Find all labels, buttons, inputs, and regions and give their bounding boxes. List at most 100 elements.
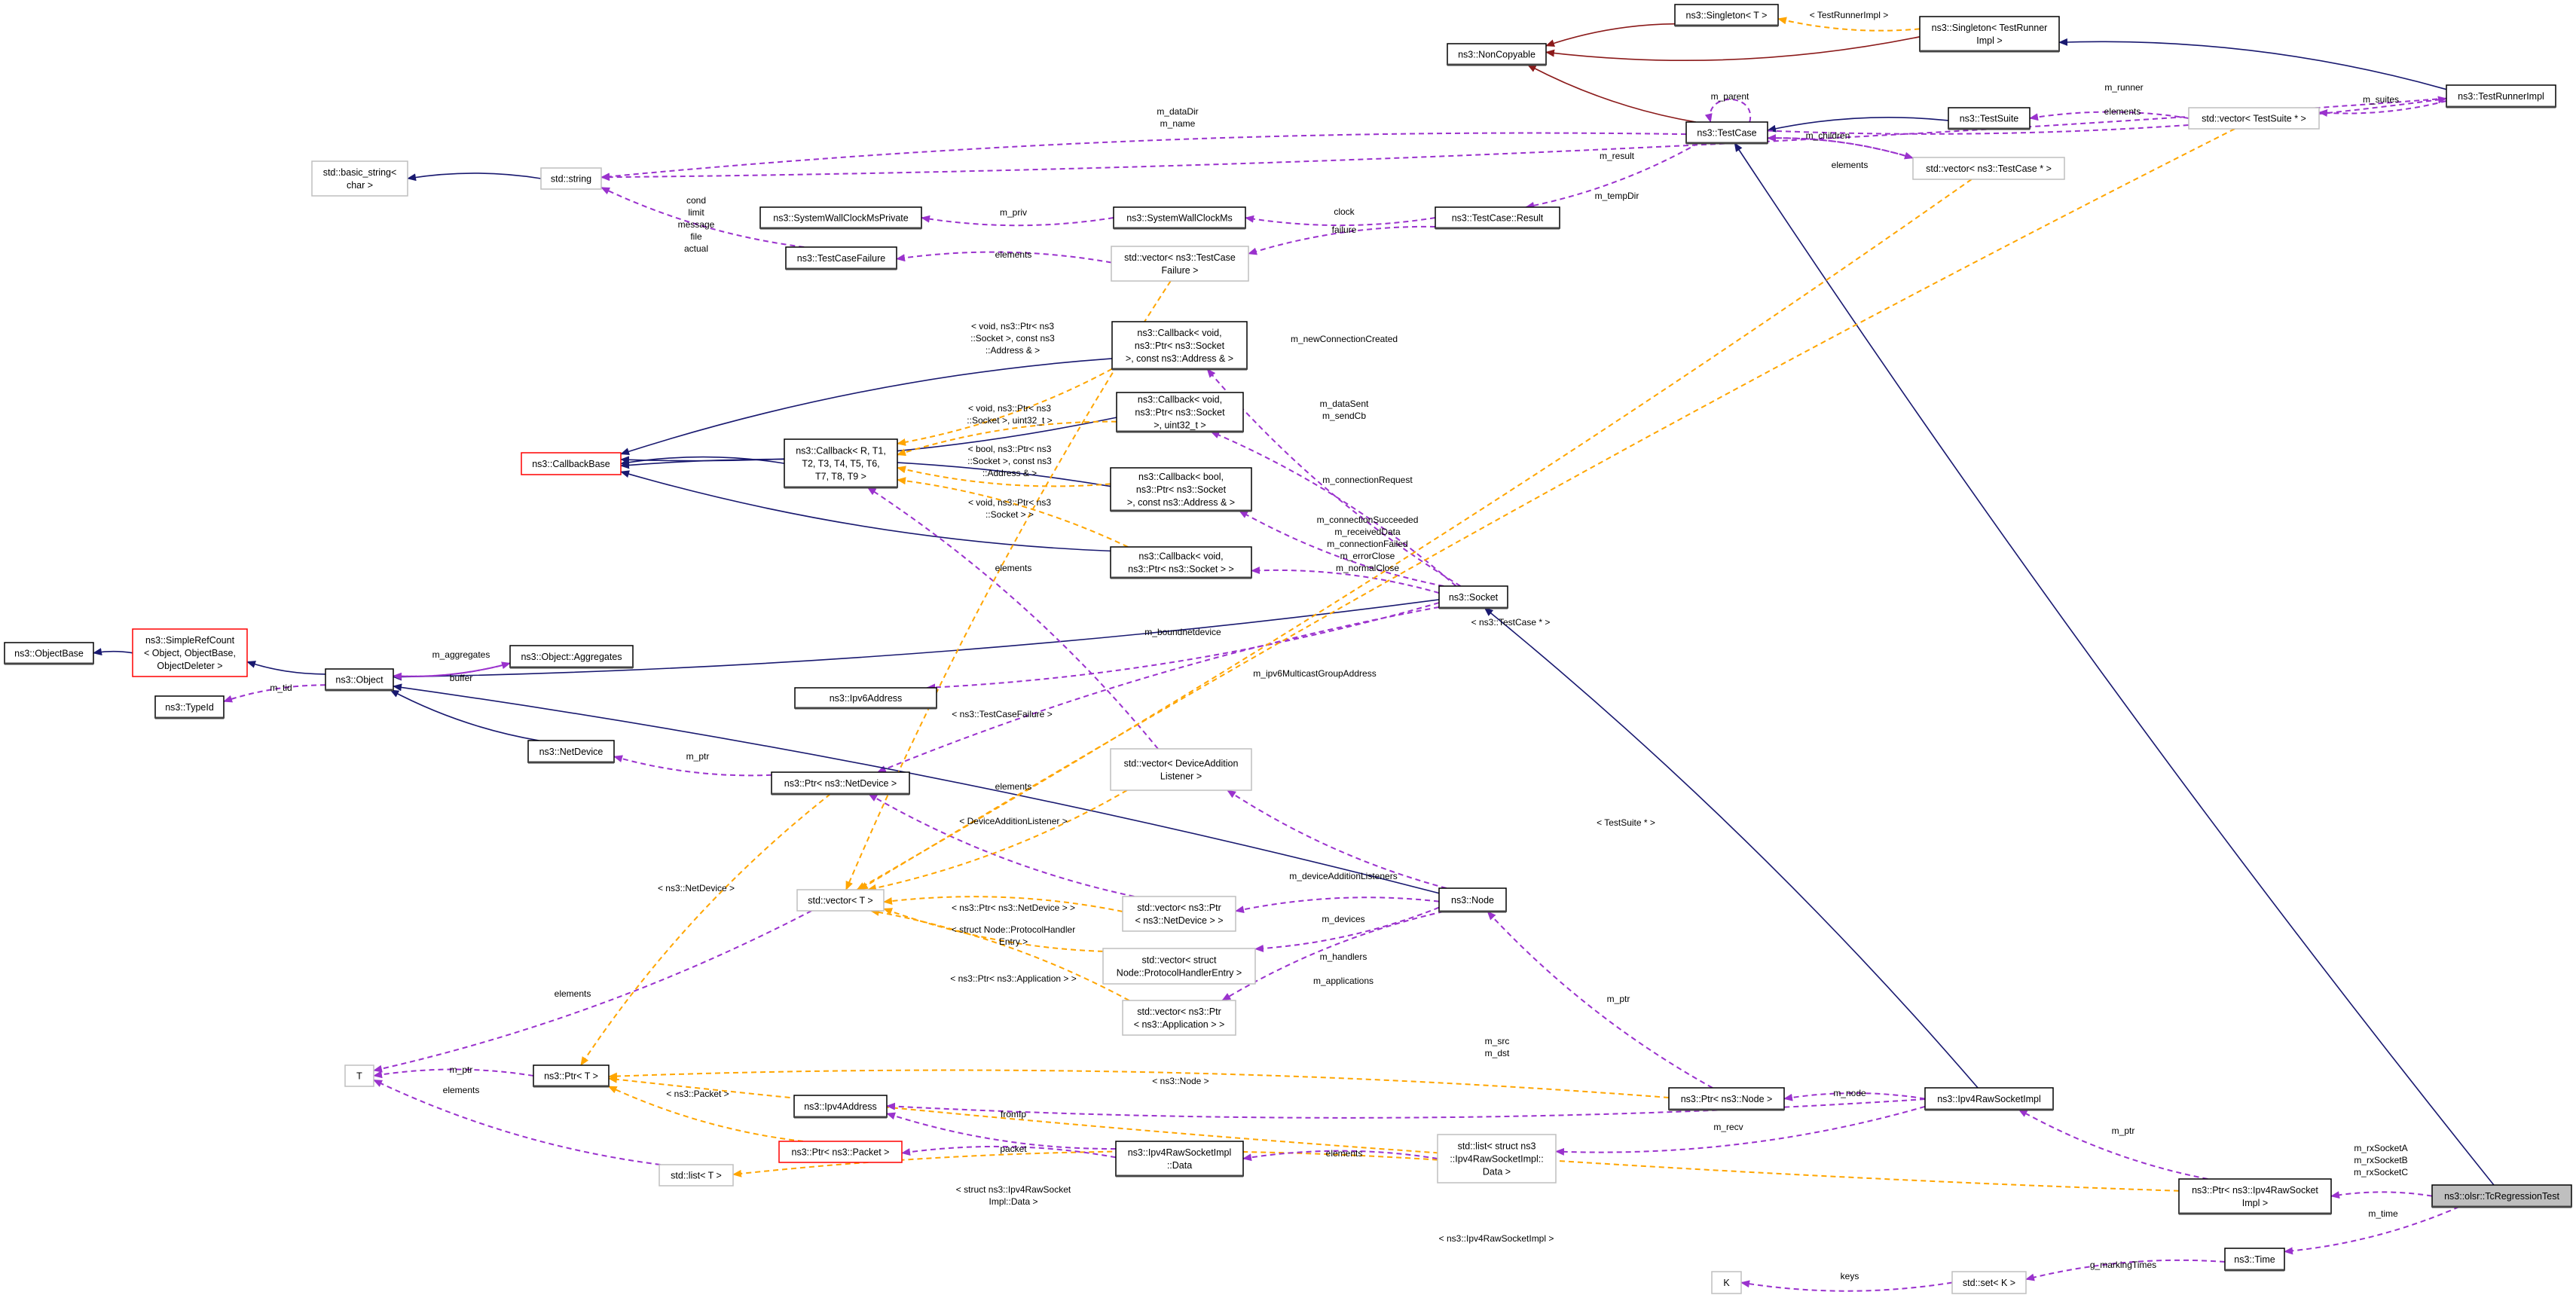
class-node-basicstring[interactable]: std::basic_string<char > [311,160,408,197]
class-node-rawsocket[interactable]: ns3::Ipv4RawSocketImpl [1924,1087,2054,1111]
edge-template-singletontri-to-singletont [1777,17,1921,32]
class-node-setk[interactable]: std::set< K > [1951,1271,2027,1294]
class-name-line: ns3::Ptr< ns3::NetDevice > [784,778,897,789]
edge-label-line: m_dataSent [1320,399,1369,409]
class-name: ns3::Callback< R, T1,T2, T3, T4, T5, T6,… [796,446,886,482]
class-name-line: char > [347,180,373,191]
class-node-testrunnerimpl[interactable]: ns3::TestRunnerImpl [2446,84,2556,108]
edge-private-inherit-testcase-to-noncopyable [1526,64,1697,123]
class-name: std::string [551,174,591,185]
class-name-line: ns3::Ptr< ns3::Socket > > [1128,564,1234,575]
class-node-vectestcase[interactable]: std::vector< ns3::TestCase * > [1912,157,2065,180]
class-node-testcase[interactable]: ns3::TestCase [1685,121,1768,145]
class-box [793,1095,888,1118]
class-node-cbr[interactable]: ns3::Callback< R, T1,T2, T3, T4, T5, T6,… [784,438,898,489]
class-box [311,160,408,197]
class-node-ptrnode[interactable]: ns3::Ptr< ns3::Node > [1668,1087,1785,1111]
class-node-vecptrapp[interactable]: std::vector< ns3::Ptr< ns3::Application … [1122,1000,1236,1036]
class-name: ns3::Ipv6Address [830,693,903,704]
class-node-vecptrnetdevice[interactable]: std::vector< ns3::Ptr< ns3::NetDevice > … [1122,896,1236,932]
class-node-result[interactable]: ns3::TestCase::Result [1435,206,1560,230]
class-node-noncopyable[interactable]: ns3::NonCopyable [1447,43,1547,66]
class-name-line: ns3::Object::Aggregates [521,652,622,662]
class-node-typeid[interactable]: ns3::TypeId [154,695,225,719]
class-node-vect[interactable]: std::vector< T > [796,889,885,912]
edge-label: m_priv [1000,207,1027,218]
class-node-netdevice[interactable]: ns3::NetDevice [527,740,615,764]
class-node-ptrnetdevice[interactable]: ns3::Ptr< ns3::NetDevice > [771,771,910,796]
edge-label-line: m_boundnetdevice [1144,627,1221,637]
edge-label-line: elements [995,563,1032,573]
class-name-line: ns3::Callback< void, [1138,395,1222,405]
class-box [1447,43,1547,66]
class-node-simplerefcount[interactable]: ns3::SimpleRefCount< Object, ObjectBase,… [132,628,248,677]
edge-label: m_devices [1322,914,1364,924]
class-node-cb1[interactable]: ns3::Callback< void,ns3::Ptr< ns3::Socke… [1111,321,1248,371]
class-node-vectestsuite[interactable]: std::vector< TestSuite * > [2188,107,2320,130]
edge-label: < ns3::Ptr< ns3::NetDevice > > [952,903,1075,913]
class-name: std::basic_string<char > [323,167,397,191]
class-node-string[interactable]: std::string [540,167,602,190]
class-node-cb2[interactable]: ns3::Callback< void,ns3::Ptr< ns3::Socke… [1116,392,1244,433]
class-box [4,642,94,664]
edge-label: failure [1332,224,1357,235]
class-node-ipv4address[interactable]: ns3::Ipv4Address [793,1095,888,1119]
class-node-testsuite[interactable]: ns3::TestSuite [1948,107,2031,130]
class-node-objectbase[interactable]: ns3::ObjectBase [4,642,94,665]
edge-label: m_tid [270,683,292,693]
edge-label-line: m_parent [1711,91,1749,102]
class-node-object[interactable]: ns3::Object [325,668,394,692]
class-name-line: < ns3::NetDevice > > [1135,915,1223,926]
class-node-swcm[interactable]: ns3::SystemWallClockMs [1113,206,1246,230]
class-node-ptrpacket[interactable]: ns3::Ptr< ns3::Packet > [778,1141,903,1163]
class-node-rawdata[interactable]: ns3::Ipv4RawSocketImpl::Data [1115,1141,1244,1177]
class-node-t[interactable]: T [344,1064,374,1087]
class-node-singletont[interactable]: ns3::Singleton< T > [1674,4,1779,27]
class-node-swcmprivate[interactable]: ns3::SystemWallClockMsPrivate [759,206,922,230]
edge-label-line: < TestRunnerImpl > [1810,10,1889,20]
class-node-tcregression[interactable]: ns3::olsr::TcRegressionTest [2431,1184,2572,1208]
class-box [1122,1000,1236,1036]
class-node-node[interactable]: ns3::Node [1438,887,1507,913]
class-node-aggregates[interactable]: ns3::Object::Aggregates [509,645,634,669]
edge-member-swcm-to-swcmprivate [921,215,1114,227]
class-name: ns3::Callback< void,ns3::Ptr< ns3::Socke… [1128,551,1234,575]
edge-label: m_applications [1313,976,1374,986]
edge-label: packet [1000,1144,1027,1154]
class-node-ipv6address[interactable]: ns3::Ipv6Address [794,687,937,710]
class-node-listdata[interactable]: std::list< struct ns3::Ipv4RawSocketImpl… [1437,1134,1557,1184]
edge-label-line: elements [443,1085,480,1095]
class-name-line: ns3::Socket [1449,592,1499,603]
edge-member-socket-to-cb2 [1210,431,1457,587]
class-node-cb3[interactable]: ns3::Callback< bool,ns3::Ptr< ns3::Socke… [1110,467,1252,512]
edge-inherit-testsuite-to-testcase [1767,116,1949,133]
edge-inherit-simplerefcount-to-objectbase [93,648,133,656]
class-node-k[interactable]: K [1711,1271,1742,1294]
nodes-layer: ns3::Singleton< T >ns3::Singleton< TestR… [4,4,2572,1294]
class-node-testcasefailure[interactable]: ns3::TestCaseFailure [785,246,897,270]
class-name-line: ns3::Callback< void, [1137,328,1221,338]
class-node-listt[interactable]: std::list< T > [659,1164,734,1187]
class-name: ns3::Callback< bool,ns3::Ptr< ns3::Socke… [1127,472,1235,508]
class-name: std::vector< ns3::Ptr< ns3::NetDevice > … [1135,903,1223,926]
class-node-socket[interactable]: ns3::Socket [1438,585,1508,609]
edge-label-line: m_aggregates [432,649,490,660]
class-box [796,889,885,912]
edge-label-line: m_ptr [1607,994,1630,1004]
class-node-time[interactable]: ns3::Time [2224,1248,2285,1272]
class-node-callbackbase[interactable]: ns3::CallbackBase [521,452,622,475]
class-name-line: ns3::SimpleRefCount [145,635,235,646]
class-node-cb4[interactable]: ns3::Callback< void,ns3::Ptr< ns3::Socke… [1110,546,1252,579]
edge-label: m_parent [1711,91,1749,102]
class-box [1924,1087,2054,1110]
edge-member-vectcf-to-testcasefailure [896,251,1112,264]
class-node-ptrt[interactable]: ns3::Ptr< T > [533,1064,610,1088]
